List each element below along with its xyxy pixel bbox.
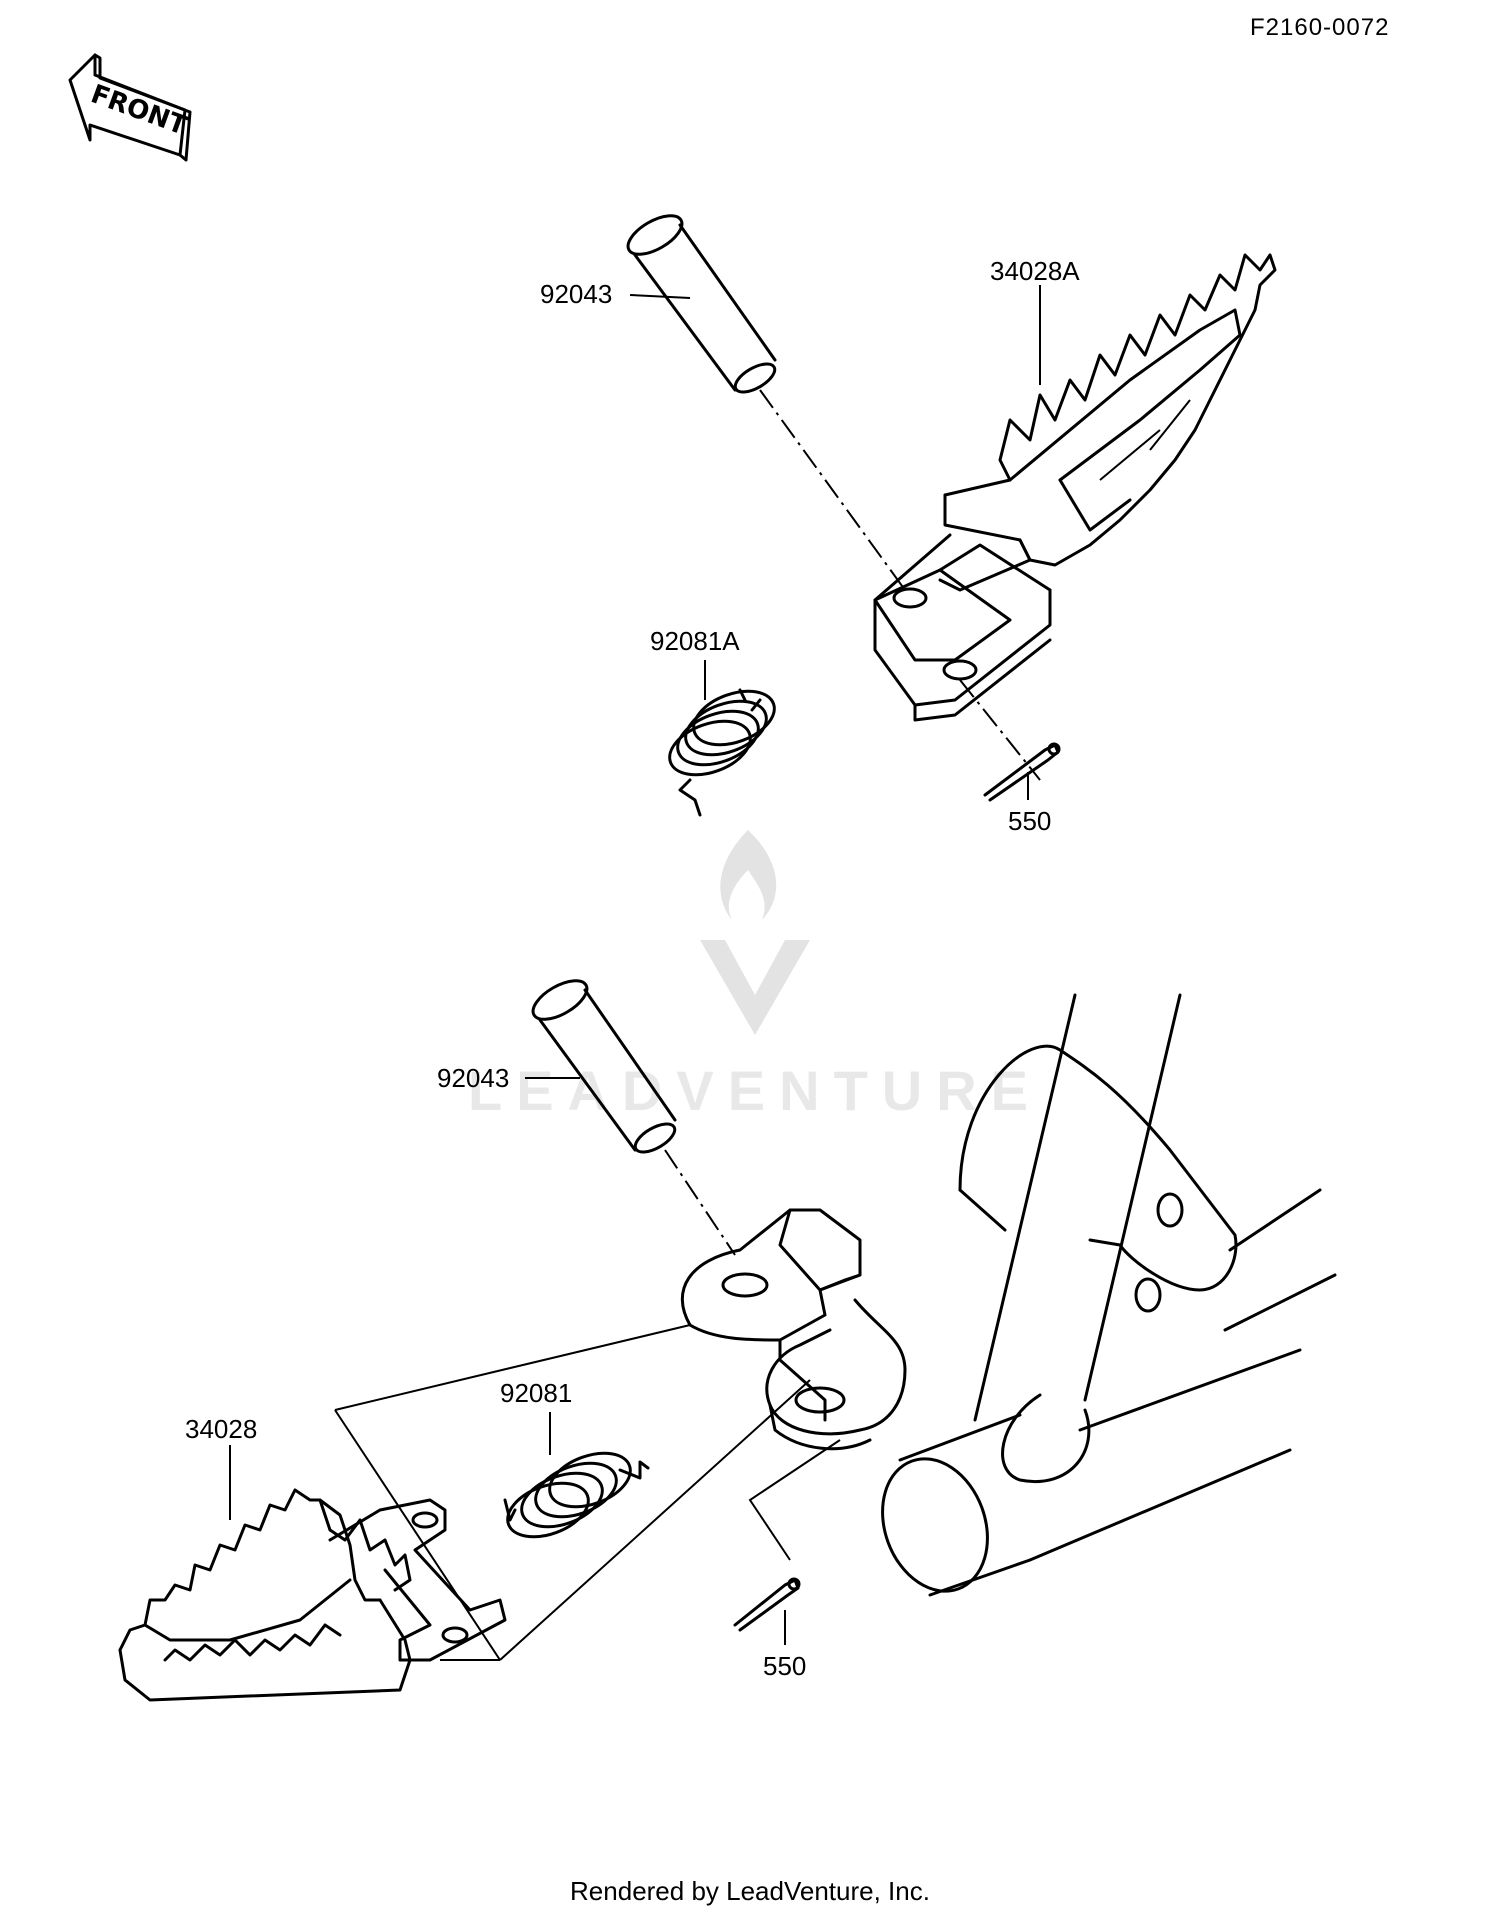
frame-tube bbox=[881, 993, 1337, 1597]
lower-spring-92081 bbox=[503, 1451, 650, 1539]
upper-spring-92081A bbox=[668, 688, 776, 817]
upper-footpeg-34028A bbox=[873, 253, 1277, 722]
upper-cotter-pin-550 bbox=[983, 742, 1061, 802]
diagram-code: F2160-0072 bbox=[1250, 14, 1389, 41]
leadventure-watermark: LEADVENTURE bbox=[468, 830, 1042, 1122]
footer-credit: Rendered by LeadVenture, Inc. bbox=[570, 1876, 930, 1906]
upper-pin-92043 bbox=[626, 214, 777, 394]
label-lower-pin: 92043 bbox=[437, 1063, 509, 1093]
watermark-text: LEADVENTURE bbox=[468, 1059, 1042, 1122]
label-upper-spring: 92081A bbox=[650, 626, 740, 656]
upper-pin-centerline bbox=[759, 389, 1041, 781]
front-arrow-icon: FRONT bbox=[68, 53, 192, 162]
label-upper-footpeg: 34028A bbox=[990, 256, 1080, 286]
lower-cotter-pin-550 bbox=[733, 1577, 801, 1632]
label-upper-pin: 92043 bbox=[540, 279, 612, 309]
lower-pin-92043 bbox=[531, 979, 677, 1154]
leader-lower-cotter-path bbox=[748, 1439, 841, 1561]
lower-bracket bbox=[680, 1208, 907, 1451]
lower-assembly-lines bbox=[334, 1324, 811, 1661]
label-lower-footpeg: 34028 bbox=[185, 1414, 257, 1444]
leader-upper-pin bbox=[629, 294, 691, 299]
front-label: FRONT bbox=[87, 79, 191, 141]
lower-pin-centerline bbox=[664, 1149, 736, 1256]
lower-footpeg-34028 bbox=[118, 1488, 507, 1702]
label-lower-spring: 92081 bbox=[500, 1378, 572, 1408]
label-upper-cotter: 550 bbox=[1008, 806, 1051, 836]
label-lower-cotter: 550 bbox=[763, 1651, 806, 1681]
